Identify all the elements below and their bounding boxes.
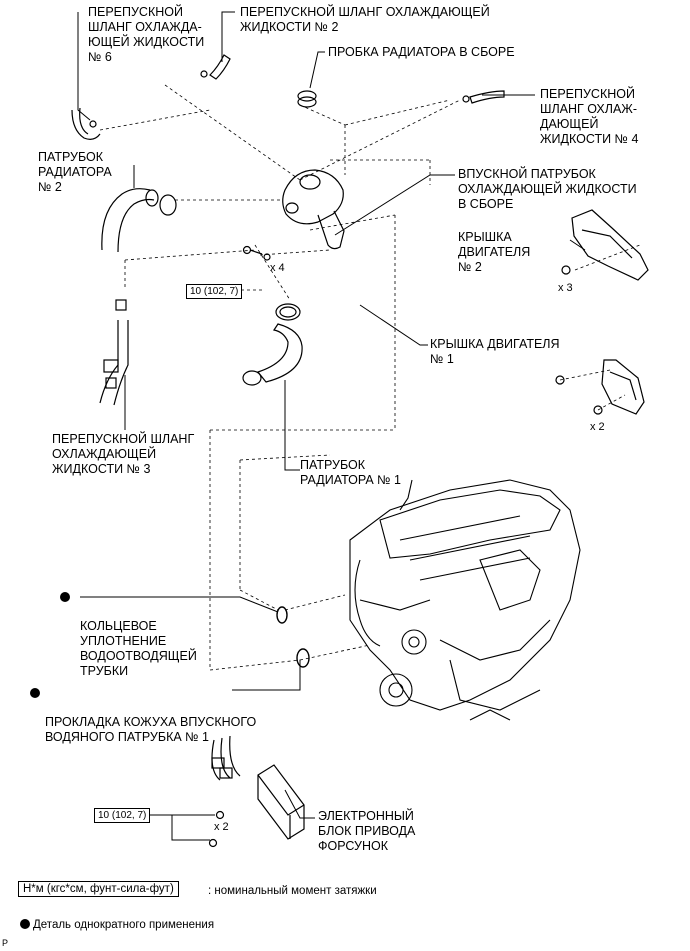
qty-x2-cover: x 2 [590,421,605,433]
torque-spec-upper: 10 (102, 7) [186,284,243,299]
injector-driver-drawing [208,735,305,848]
legend-torque-text: : номинальный момент затяжки [208,885,377,897]
radiator-cap-drawing [297,90,317,108]
qty-x3: x 3 [558,282,573,294]
label-radiator-pipe-1: ПАТРУБОК РАДИАТОРА № 1 [300,458,402,487]
o-ring-text: КОЛЬЦЕВОЕ УПЛОТНЕНИЕ ВОДООТВОДЯЩЕЙ ТРУБК… [80,619,197,678]
label-injector-driver: ЭЛЕКТРОННЫЙ БЛОК ПРИВОДА ФОРСУНОК [318,809,416,853]
assembly-dashed-lines [99,84,641,671]
radiator-pipe-1-drawing [242,323,303,386]
label-engine-cover-2: КРЫШКА ДВИГАТЕЛЯ № 2 [458,230,531,274]
bypass-hose-6-drawing [71,107,101,140]
hose-clamp-drawing [275,303,301,321]
label-gasket: ПРОКЛАДКА КОЖУХА ВПУСКНОГО ВОДЯНОГО ПАТР… [30,685,256,760]
label-radiator-pipe-2: ПАТРУБОК РАДИАТОРА № 2 [38,150,112,194]
engine-drawing [349,479,581,721]
non-reusable-mark-icon [60,592,70,602]
label-bypass-hose-2: ПЕРЕПУСКНОЙ ШЛАНГ ОХЛАЖДАЮЩЕЙ ЖИДКОСТИ №… [240,5,490,34]
legend-non-reusable-text: Деталь однократного применения [33,919,215,931]
label-inlet-pipe-assy: ВПУСКНОЙ ПАТРУБОК ОХЛАЖДАЮЩЕЙ ЖИДКОСТИ В… [458,167,637,211]
radiator-pipe-2-drawing [101,188,177,253]
gasket-text: ПРОКЛАДКА КОЖУХА ВПУСКНОГО ВОДЯНОГО ПАТР… [45,715,257,744]
non-reusable-legend-icon [20,919,30,929]
legend-non-reusable: Деталь однократного применения [20,919,214,932]
bypass-hose-4-drawing [462,90,505,104]
non-reusable-mark-icon [30,688,40,698]
bypass-hose-3-drawing [99,299,129,406]
bypass-hose-2-drawing [200,54,231,80]
label-engine-cover-1: КРЫШКА ДВИГАТЕЛЯ № 1 [430,337,560,366]
label-bypass-hose-3: ПЕРЕПУСКНОЙ ШЛАНГ ОХЛАЖДАЮЩЕЙ ЖИДКОСТИ №… [52,432,195,476]
engine-cover-1-drawing [555,359,645,415]
corner-mark: P [2,938,9,948]
inlet-bolts-drawing [242,245,271,261]
label-bypass-hose-4: ПЕРЕПУСКНОЙ ШЛАНГ ОХЛАЖ- ДАЮЩЕЙ ЖИДКОСТИ… [540,87,639,146]
o-ring-drawing [276,606,310,668]
label-radiator-cap: ПРОБКА РАДИАТОРА В СБОРЕ [328,45,515,59]
legend-torque-box: Н*м (кгс*см, фунт-сила-фут) [18,881,179,897]
label-o-ring: КОЛЬЦЕВОЕ УПЛОТНЕНИЕ ВОДООТВОДЯЩЕЙ ТРУБК… [60,589,197,694]
torque-spec-lower: 10 (102, 7) [94,808,151,823]
qty-x2-edu: x 2 [214,821,229,833]
label-bypass-hose-6: ПЕРЕПУСКНОЙ ШЛАНГ ОХЛАЖДА- ЮЩЕЙ ЖИДКОСТИ… [88,5,205,64]
engine-cover-2-drawing [561,209,649,281]
inlet-pipe-drawing [282,169,345,250]
qty-x4: x 4 [270,262,285,274]
